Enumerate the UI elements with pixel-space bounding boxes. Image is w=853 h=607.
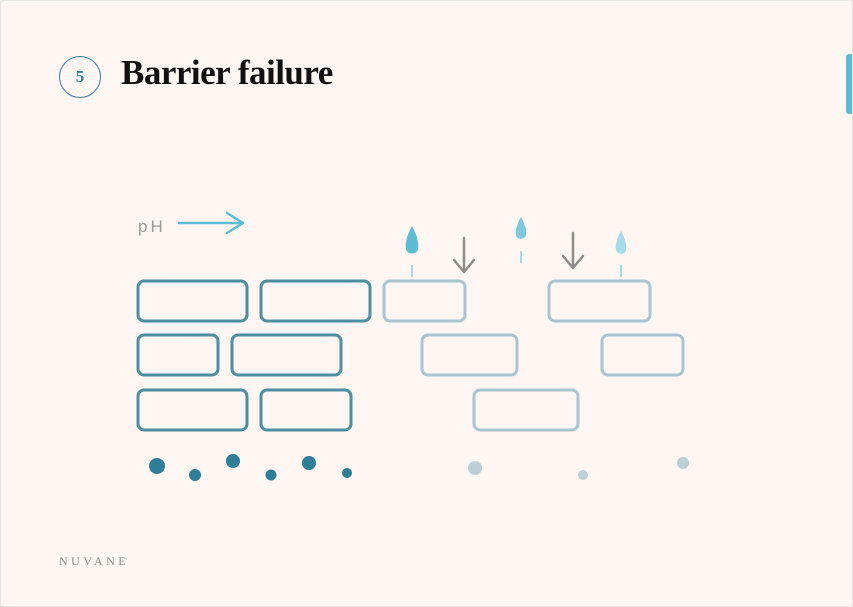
particle [226, 454, 240, 468]
healthy-barrier [136, 279, 372, 432]
droplet-icon [615, 231, 627, 277]
particle [149, 458, 165, 474]
ph-arrow-icon [177, 211, 245, 235]
down-arrow-icon [561, 231, 585, 270]
particle [265, 469, 277, 481]
lost-particles [468, 457, 689, 480]
scroll-indicator[interactable] [846, 54, 852, 114]
brick [136, 279, 249, 323]
slide-title: Barrier failure [121, 53, 333, 92]
particle [342, 468, 352, 478]
droplet-icon [515, 217, 527, 263]
brick [547, 279, 652, 323]
brick [136, 333, 220, 377]
brand-logo: NUVANE [59, 554, 130, 568]
brick [420, 333, 519, 377]
particle [302, 456, 316, 470]
step-badge: 5 [59, 56, 101, 98]
ph-label: pH [138, 217, 166, 236]
step-number: 5 [75, 67, 85, 86]
particle [189, 469, 201, 481]
down-arrow-icon [452, 236, 476, 274]
brick [259, 388, 353, 432]
damaged-barrier [382, 279, 685, 432]
brick [136, 388, 249, 432]
brick [472, 388, 580, 432]
brick [382, 279, 467, 323]
particle [677, 457, 689, 469]
droplet-icon [405, 226, 419, 277]
brick [259, 279, 372, 323]
brick [230, 333, 343, 377]
particle [468, 461, 482, 475]
retained-particles [149, 454, 352, 481]
brick [600, 333, 685, 377]
particle [578, 470, 588, 480]
